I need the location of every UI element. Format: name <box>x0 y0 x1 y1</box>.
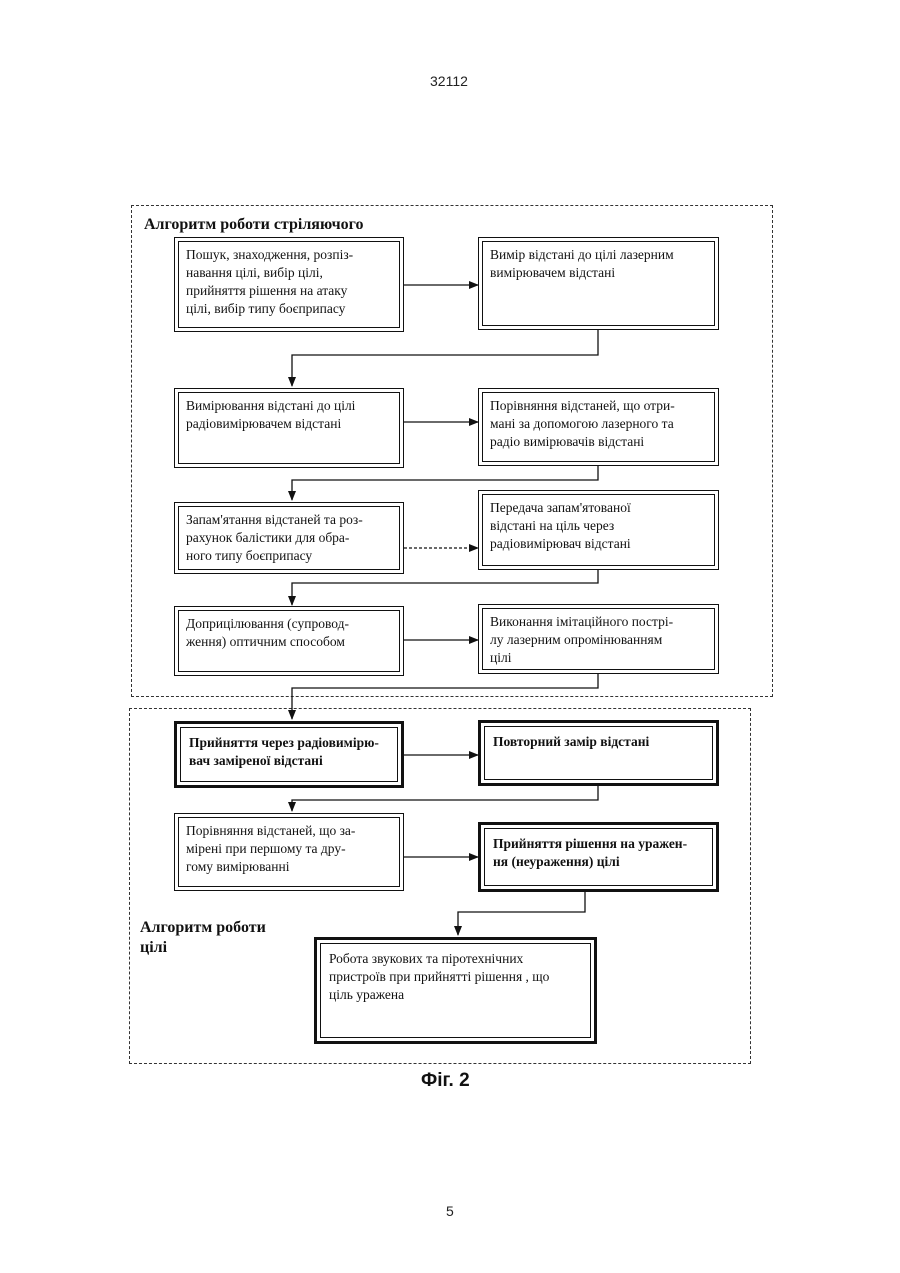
step-2-text: Вимір відстані до цілі лазерним вимірюва… <box>490 246 710 282</box>
step-hit-decision: Прийняття рішення на уражен- ня (неураже… <box>478 822 719 892</box>
step-optical-aiming: Доприцілювання (супровод- ження) оптични… <box>174 606 404 676</box>
step-compare-ranges: Порівняння відстаней, що отри- мані за д… <box>478 388 719 466</box>
arrow-step2-to-step3 <box>292 330 598 386</box>
arrow-step12-to-step13 <box>458 892 585 935</box>
step-1-text: Пошук, знаходження, розпіз- навання цілі… <box>186 246 395 318</box>
step-remeasure-range: Повторний замір відстані <box>478 720 719 786</box>
arrow-step8-to-step9 <box>292 672 598 719</box>
step-7-text: Доприцілювання (супровод- ження) оптични… <box>186 615 395 651</box>
step-10-text: Повторний замір відстані <box>493 733 708 751</box>
step-sound-pyro-devices: Робота звукових та піротехнічних пристро… <box>314 937 597 1044</box>
step-laser-range-measure: Вимір відстані до цілі лазерним вимірюва… <box>478 237 719 330</box>
step-12-text: Прийняття рішення на уражен- ня (неураже… <box>493 835 708 871</box>
step-transmit-range: Передача запам'ятованої відстані на ціль… <box>478 490 719 570</box>
step-13-text: Робота звукових та піротехнічних пристро… <box>329 950 586 1004</box>
step-6-text: Передача запам'ятованої відстані на ціль… <box>490 499 710 553</box>
step-laser-shot-simulation: Виконання імітаційного пострі- лу лазерн… <box>478 604 719 674</box>
step-search-target: Пошук, знаходження, розпіз- навання цілі… <box>174 237 404 332</box>
page-number: 5 <box>446 1203 454 1219</box>
arrow-step10-to-step11 <box>292 785 598 811</box>
step-compare-measurements: Порівняння відстаней, що за- мірені при … <box>174 813 404 891</box>
step-5-text: Запам'ятання відстаней та роз- рахунок б… <box>186 511 395 565</box>
step-11-text: Порівняння відстаней, що за- мірені при … <box>186 822 395 876</box>
step-9-text: Прийняття через радіовимірю- вач замірен… <box>189 734 393 770</box>
arrow-step6-to-step7 <box>292 570 598 605</box>
step-store-and-ballistics: Запам'ятання відстаней та роз- рахунок б… <box>174 502 404 574</box>
step-8-text: Виконання імітаційного пострі- лу лазерн… <box>490 613 710 667</box>
step-4-text: Порівняння відстаней, що отри- мані за д… <box>490 397 710 451</box>
step-receive-range: Прийняття через радіовимірю- вач замірен… <box>174 721 404 788</box>
figure-caption: Фіг. 2 <box>421 1070 470 1092</box>
step-radio-range-measure: Вимірювання відстані до цілі радіовимірю… <box>174 388 404 468</box>
step-3-text: Вимірювання відстані до цілі радіовимірю… <box>186 397 395 433</box>
